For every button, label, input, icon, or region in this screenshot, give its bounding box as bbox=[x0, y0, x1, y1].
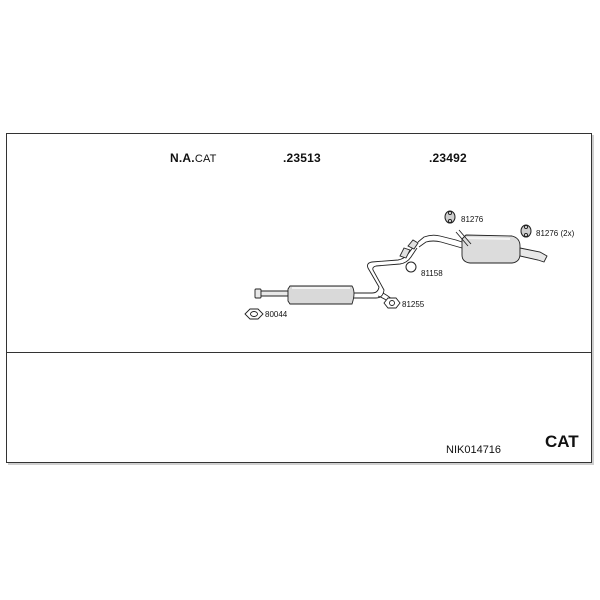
flange-gasket-icon bbox=[383, 297, 401, 309]
front-pipe bbox=[254, 288, 289, 299]
rear-pipe bbox=[417, 234, 463, 249]
variant-label: N.A.CAT bbox=[170, 151, 217, 165]
set-code: NIK014716 bbox=[446, 444, 502, 456]
part-label-81276-2x: 81276 (2x) bbox=[536, 229, 575, 238]
cat-badge: CAT bbox=[545, 432, 579, 451]
part-number-front: .23513 bbox=[283, 151, 321, 165]
divider-line bbox=[6, 352, 592, 353]
part-label-81276: 81276 bbox=[461, 215, 484, 224]
flange-gasket-icon bbox=[244, 308, 264, 320]
rear-silencer bbox=[455, 229, 521, 264]
sealing-ring-icon bbox=[405, 261, 417, 273]
rubber-hanger-icon bbox=[444, 210, 456, 224]
rubber-hanger-icon bbox=[520, 224, 532, 238]
front-silencer bbox=[287, 285, 355, 305]
part-label-80044: 80044 bbox=[265, 310, 288, 319]
variant-sub: CAT bbox=[194, 153, 217, 165]
part-label-81158: 81158 bbox=[421, 269, 443, 278]
mid-flange bbox=[399, 239, 419, 259]
part-label-81255: 81255 bbox=[402, 300, 425, 309]
tail-pipe bbox=[519, 247, 548, 263]
part-number-rear: .23492 bbox=[429, 151, 467, 165]
variant-main: N.A. bbox=[170, 151, 195, 165]
